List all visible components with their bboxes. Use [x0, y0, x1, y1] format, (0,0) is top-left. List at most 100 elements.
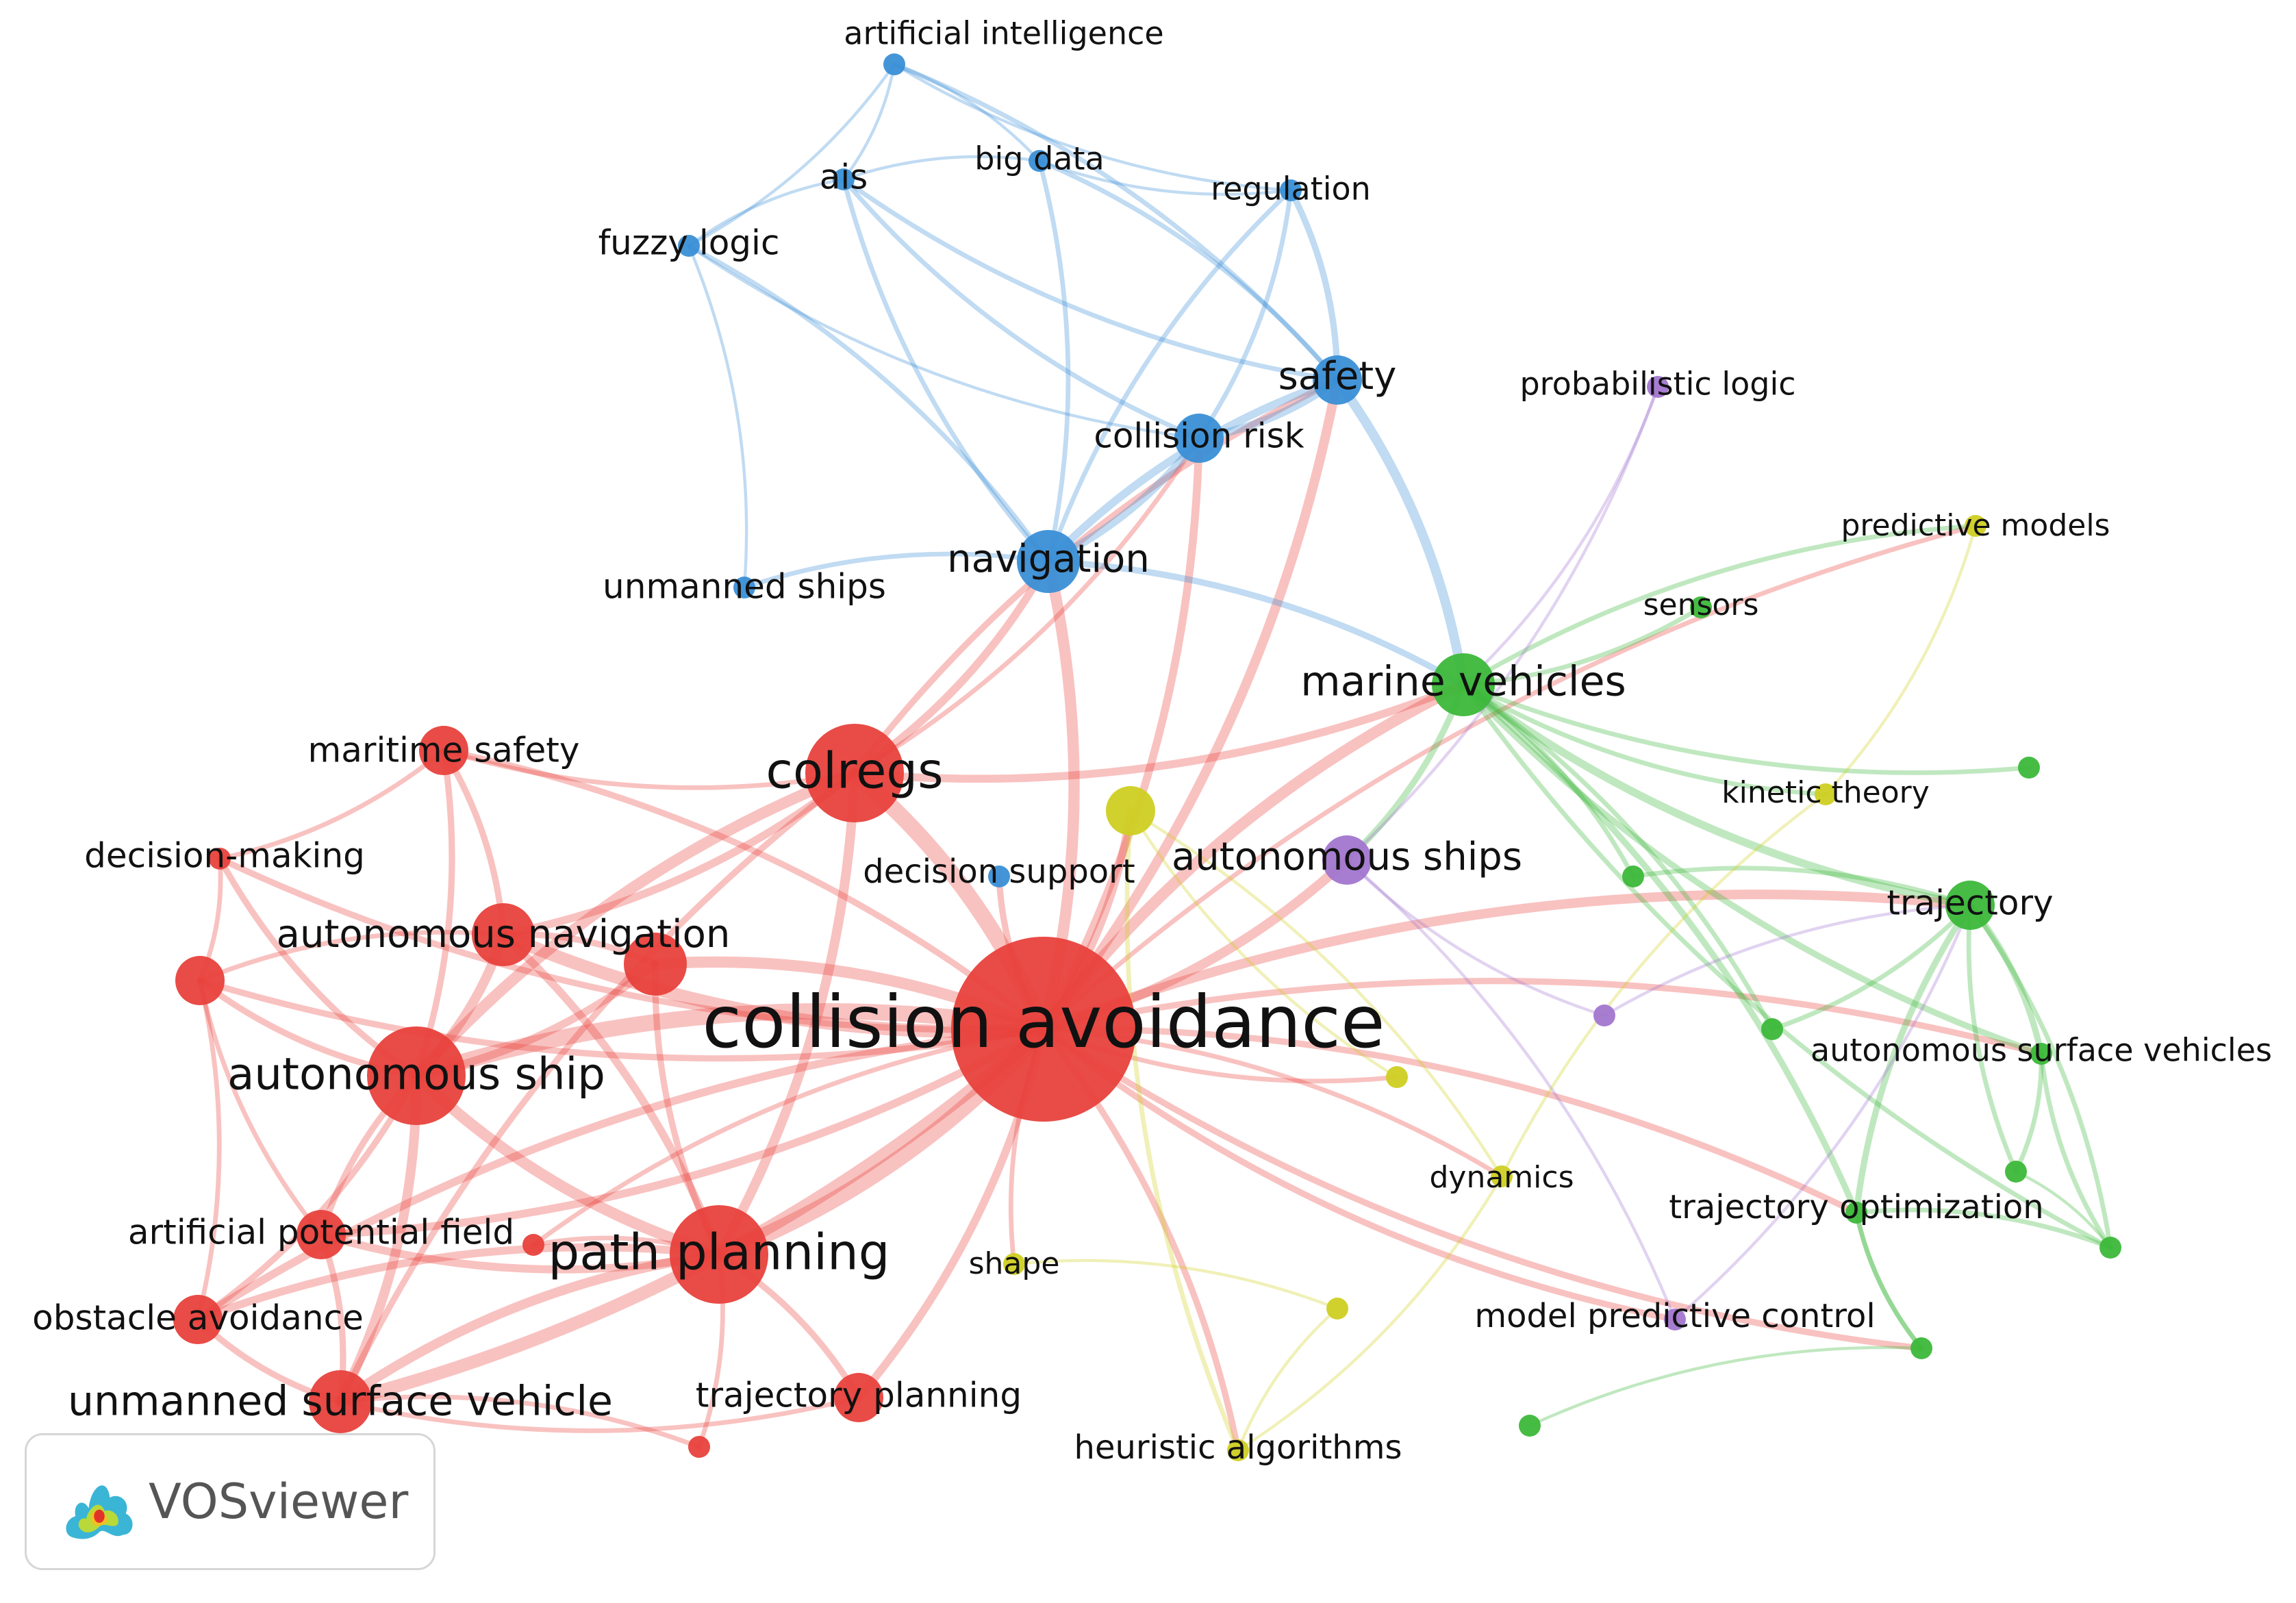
node-red-d[interactable] — [688, 1436, 710, 1458]
link-path_planning-unmanned_surface_vehicle — [336, 1250, 724, 1406]
node-predictive-models[interactable] — [1965, 515, 1986, 537]
node-green-d[interactable] — [2005, 1161, 2027, 1183]
label-obstacle-avoidance: obstacle avoidance — [32, 1298, 364, 1338]
link-ais-fuzzy_logic — [687, 177, 846, 248]
label-collision-risk: collision risk — [1094, 416, 1304, 456]
link-green_f-green_g — [1528, 1346, 1923, 1428]
node-artificial-intelligence[interactable] — [883, 53, 905, 75]
link-heuristic_algorithms-dynamics — [1236, 1174, 1504, 1452]
nodes-layer — [173, 53, 2121, 1461]
label-marine-vehicles: marine vehicles — [1300, 658, 1626, 706]
node-unmanned-ships[interactable] — [733, 577, 755, 598]
node-green-c[interactable] — [1761, 1018, 1783, 1040]
link-path_planning-autonomous_navigation — [499, 931, 723, 1259]
link-navigation-regulation — [1046, 188, 1294, 564]
label-maritime-safety: maritime safety — [308, 731, 580, 770]
link-colregs-collision_risk — [852, 436, 1202, 776]
node-purple-a[interactable] — [1593, 1005, 1615, 1026]
node-autonomous-surface-vehicles[interactable] — [2030, 1043, 2052, 1065]
link-heuristic_algorithms-yellow_c — [1236, 1307, 1339, 1452]
link-ais-artificial_intelligence — [842, 62, 896, 181]
link-collision_avoidance-autonomous_ship — [408, 1003, 1052, 1084]
link-autonomous_ships-model_predictive_control — [1345, 858, 1677, 1322]
node-sensors[interactable] — [1690, 596, 1712, 618]
node-big-data[interactable] — [1029, 150, 1050, 172]
node-colregs[interactable] — [805, 724, 904, 822]
node-path-planning[interactable] — [670, 1205, 768, 1304]
link-shape-yellow_c — [1012, 1259, 1339, 1311]
node-autonomous-ship[interactable] — [367, 1026, 466, 1125]
node-green-b[interactable] — [2018, 757, 2040, 779]
link-navigation-big_data — [1037, 158, 1071, 564]
link-safety-ais — [841, 177, 1340, 383]
link-big_data-regulation — [1037, 159, 1293, 196]
node-green-e[interactable] — [2099, 1237, 2121, 1259]
node-red-a[interactable] — [624, 933, 687, 996]
node-probabilistic-logic[interactable] — [1647, 376, 1669, 398]
link-trajectory_optimization-green_f — [1854, 1210, 1924, 1351]
node-dynamics[interactable] — [1491, 1165, 1513, 1187]
node-decision-support[interactable] — [988, 866, 1010, 887]
link-colregs-marine_vehicles — [850, 681, 1467, 783]
link-collision_avoidance-red_b — [197, 977, 1047, 1062]
node-fuzzy-logic[interactable] — [678, 235, 700, 257]
label-dynamics: dynamics — [1429, 1160, 1574, 1195]
link-path_planning-autonomous_ship — [410, 1070, 725, 1261]
node-trajectory[interactable] — [1945, 881, 1995, 930]
label-trajectory: trajectory — [1887, 883, 2053, 923]
node-maritime-safety[interactable] — [419, 726, 468, 775]
node-heuristic-algorithms[interactable] — [1227, 1439, 1249, 1461]
link-colregs-autonomous_navigation — [499, 769, 859, 939]
node-collision-risk[interactable] — [1174, 414, 1224, 463]
link-safety-big_data — [1037, 158, 1340, 383]
node-navigation[interactable] — [1017, 530, 1080, 593]
node-autonomous-navigation[interactable] — [472, 903, 535, 966]
link-collision_risk-fuzzy_logic — [687, 244, 1201, 440]
label-trajectory-planning: trajectory planning — [696, 1376, 1022, 1415]
link-collision_avoidance-maritime_safety — [440, 747, 1047, 1033]
link-path_planning-obstacle_avoidance — [194, 1243, 723, 1324]
node-trajectory-optimization[interactable] — [1845, 1202, 1867, 1224]
node-unmanned-surface-vehicle[interactable] — [309, 1370, 372, 1433]
link-autonomous_ships-probabilistic_logic — [1345, 385, 1660, 862]
node-obstacle-avoidance[interactable] — [173, 1295, 223, 1344]
node-artificial-potential-field[interactable] — [297, 1210, 346, 1259]
link-collision_avoidance-predictive_models — [1041, 523, 1978, 1032]
node-red-b[interactable] — [175, 956, 225, 1005]
node-model-predictive-control[interactable] — [1664, 1309, 1686, 1330]
node-kinetic-theory[interactable] — [1815, 783, 1837, 805]
link-trajectory-trajectory_optimization — [1853, 902, 1973, 1216]
link-collision_risk-regulation — [1196, 188, 1294, 441]
label-navigation: navigation — [947, 537, 1150, 581]
node-yellow-c[interactable] — [1326, 1298, 1348, 1320]
link-navigation-ais — [841, 177, 1051, 564]
node-green-a[interactable] — [1622, 866, 1644, 887]
link-marine_vehicles-predictive_models — [1461, 523, 1978, 687]
node-red-c[interactable] — [522, 1234, 544, 1256]
link-marine_vehicles-kinetic_theory — [1461, 682, 1828, 797]
link-probabilistic_logic-marine_vehicles — [1461, 385, 1660, 687]
node-regulation[interactable] — [1280, 179, 1302, 201]
label-collision-avoidance: collision avoidance — [702, 981, 1385, 1064]
node-green-g[interactable] — [1519, 1415, 1541, 1437]
node-ais[interactable] — [833, 168, 855, 190]
node-autonomous-ships[interactable] — [1322, 835, 1372, 885]
node-safety[interactable] — [1313, 355, 1362, 405]
link-colregs-autonomous_ship — [410, 767, 861, 1082]
node-yellow-a[interactable] — [1106, 786, 1155, 835]
node-green-f[interactable] — [1910, 1337, 1932, 1359]
link-red_b-artificial_potential_field — [197, 978, 324, 1237]
node-marine-vehicles[interactable] — [1432, 653, 1495, 716]
node-shape[interactable] — [1003, 1253, 1025, 1275]
label-autonomous-ship: autonomous ship — [227, 1050, 605, 1100]
node-collision-avoidance[interactable] — [951, 937, 1136, 1122]
node-yellow-b[interactable] — [1386, 1066, 1408, 1088]
link-marine_vehicles-green_e — [1461, 682, 2113, 1250]
label-shape: shape — [969, 1246, 1060, 1281]
label-unmanned-ships: unmanned ships — [603, 567, 886, 607]
node-decision-making[interactable] — [209, 848, 231, 870]
node-trajectory-planning[interactable] — [834, 1373, 883, 1422]
label-predictive-models: predictive models — [1841, 508, 2110, 543]
link-green_f-trajectory_optimization — [1854, 1210, 1924, 1351]
link-collision_avoidance-safety — [1039, 375, 1342, 1034]
